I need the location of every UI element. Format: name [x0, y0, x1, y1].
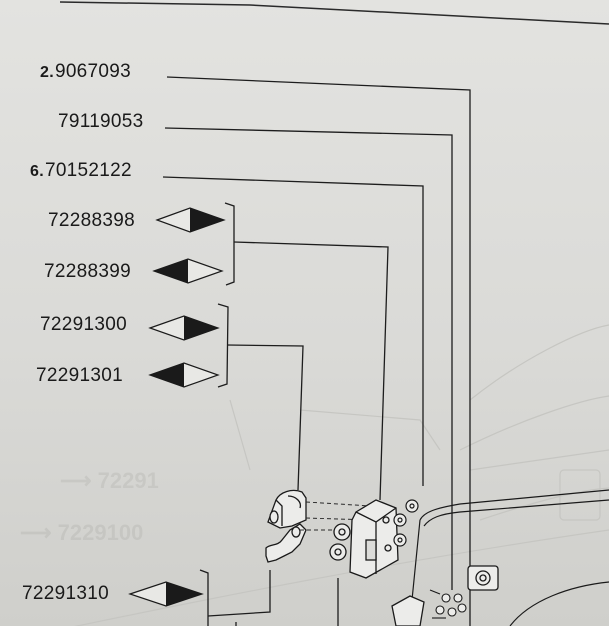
hinge-arm-part — [265, 523, 307, 563]
diamond-arrow-right-filled-icon — [148, 315, 220, 341]
part-number: 72291301 — [36, 365, 123, 386]
part-number: 79119053 — [58, 111, 144, 132]
bracket-p6-p7 — [217, 303, 229, 388]
bracket-p4-p5 — [224, 202, 235, 286]
background-drawing — [74, 324, 609, 626]
part-label-p6: 72291300 — [40, 315, 127, 334]
part-label-p3: 6.70152122 — [30, 161, 132, 180]
leader-line-p8 — [207, 570, 271, 617]
part-prefix: 6. — [30, 163, 44, 180]
faint-background-text: ⟶ 7229100 — [20, 520, 144, 545]
striker-plate-part — [391, 595, 425, 626]
part-number: 72288398 — [48, 210, 135, 231]
leader-line-p3 — [162, 176, 424, 486]
hinge-bracket-part — [349, 499, 399, 579]
dashed-assembly-guides — [300, 501, 371, 531]
part-label-p1: 2.9067093 — [40, 62, 131, 81]
diamond-arrow-left-filled-icon — [148, 362, 220, 388]
part-label-p7: 72291301 — [36, 366, 123, 385]
part-prefix: 2. — [40, 64, 54, 81]
part-number: 70152122 — [44, 160, 132, 181]
leader-lines — [162, 76, 471, 626]
part-label-p8: 72291310 — [22, 584, 109, 603]
part-number: 72288399 — [44, 261, 131, 282]
bracket-p8 — [199, 569, 209, 626]
faint-background-text: ⟶ 72291 — [60, 468, 159, 493]
window-glass-outline — [509, 581, 609, 626]
diamond-arrow-right-filled-icon — [128, 581, 204, 607]
diamond-arrow-right-filled-icon — [155, 207, 226, 233]
hinge-cover-part — [267, 489, 307, 529]
part-label-p2: 79119053 — [58, 112, 144, 131]
page-top-border — [59, 1, 609, 25]
part-label-p4: 72288398 — [48, 211, 135, 230]
diamond-arrow-left-filled-icon — [152, 258, 224, 284]
part-number: 9067093 — [54, 61, 132, 82]
washer-pair-part — [329, 523, 351, 561]
leader-line-p6-p7 — [226, 344, 304, 491]
leader-line-p1 — [166, 76, 471, 626]
latch-plate-part — [467, 565, 499, 591]
part-number: 72291310 — [22, 583, 109, 604]
part-label-p5: 72288399 — [44, 262, 131, 281]
leader-line-p4-p5 — [233, 241, 389, 501]
small-screw-part — [429, 589, 467, 619]
part-number: 72291300 — [40, 314, 127, 335]
leader-line-p2 — [164, 127, 453, 590]
door-panel-outline — [411, 489, 609, 601]
bolt-set-part — [393, 499, 419, 547]
